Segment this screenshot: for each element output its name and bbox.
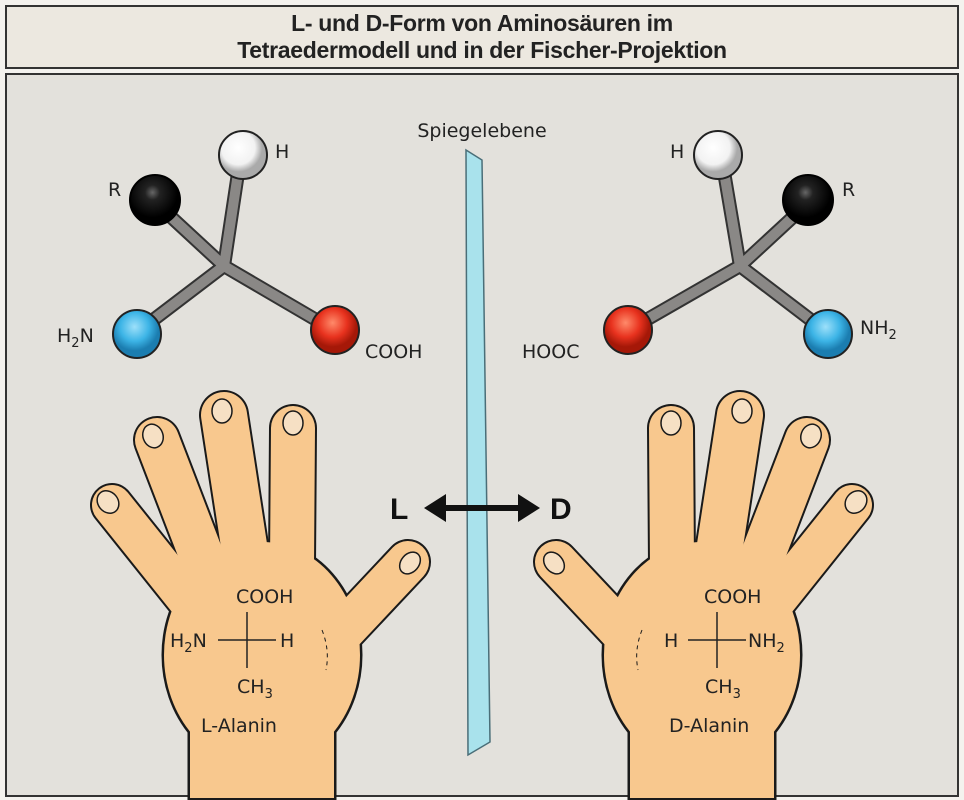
r-label: R (108, 179, 121, 201)
cooh-label: COOH (365, 341, 422, 363)
title-line-1: L- und D-Form von Aminosäuren im (291, 10, 673, 36)
fischer-left: H (664, 630, 678, 652)
mirror-plane (465, 148, 491, 757)
fischer-left: H2N (170, 630, 207, 656)
mirror-label: Spiegelebene (417, 120, 546, 142)
hydrogen-atom (218, 130, 268, 180)
l-alanin-label: L-Alanin (201, 715, 277, 737)
title-line-2: Tetraedermodell und in der Fischer-Proje… (237, 37, 727, 63)
fischer-right: H (280, 630, 294, 652)
double-arrow-icon (424, 494, 540, 522)
title-box: L- und D-Form von Aminosäuren im Tetraed… (5, 5, 959, 69)
fischer-top: COOH (236, 586, 293, 608)
h2n-label: H2N (57, 325, 94, 351)
right-tetrahedral-model: H R NH2 HOOC (522, 130, 897, 363)
nitrogen-atom (803, 309, 853, 359)
nh2-label: NH2 (860, 317, 897, 343)
fischer-bottom: CH3 (705, 676, 741, 702)
oxygen-atom (310, 305, 360, 355)
fischer-top: COOH (704, 586, 761, 608)
r-group-atom (129, 174, 181, 226)
hooc-label: HOOC (522, 341, 579, 363)
d-label: D (550, 493, 572, 526)
hydrogen-atom (693, 130, 743, 180)
r-group-atom (782, 174, 834, 226)
h-label: H (275, 141, 289, 163)
oxygen-atom (603, 305, 653, 355)
nitrogen-atom (112, 309, 162, 359)
l-label: L (390, 493, 408, 526)
d-alanin-label: D-Alanin (669, 715, 749, 737)
left-tetrahedral-model: H R H2N COOH (57, 130, 422, 363)
fischer-bottom: CH3 (237, 676, 273, 702)
right-fischer-projection: COOH H NH2 CH3 D-Alanin (664, 586, 785, 737)
left-fischer-projection: COOH H2N H CH3 L-Alanin (170, 586, 294, 737)
r-label: R (842, 179, 855, 201)
h-label: H (670, 141, 684, 163)
fischer-right: NH2 (748, 630, 785, 656)
